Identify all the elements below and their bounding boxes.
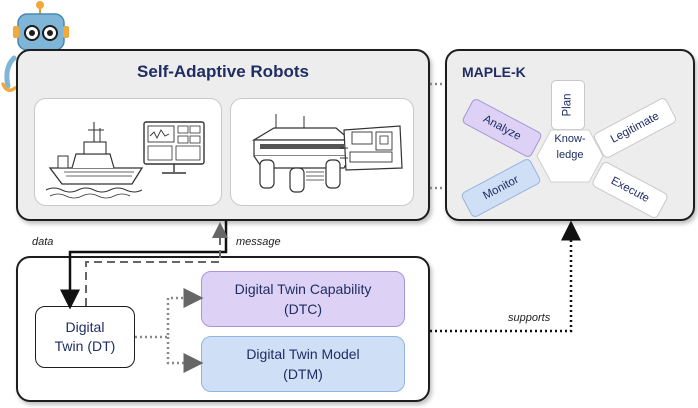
self-adaptive-robots-title: Self-Adaptive Robots — [137, 62, 309, 81]
dtm-line-2: (DTM) — [283, 366, 323, 382]
robot-mascot-icon — [1, 1, 69, 92]
dtc-line-2: (DTC) — [283, 301, 323, 317]
message-label: message — [236, 236, 281, 248]
knowledge-label: Know- ledge — [540, 131, 600, 181]
monitor-dashboard-icon — [143, 121, 205, 174]
message-arrow — [85, 222, 228, 306]
maple-k-title: MAPLE-K — [462, 64, 526, 80]
dt-line-2: Twin (DT) — [54, 338, 116, 354]
knowledge-line-1: Know- — [554, 133, 586, 145]
data-label: data — [32, 236, 54, 248]
maple-plan-step: Plan — [551, 80, 585, 130]
knowledge-hexagon — [536, 129, 604, 183]
dt-to-dtm-arrow — [166, 337, 204, 373]
supports-label: supports — [508, 312, 551, 324]
mobile-robot-icon — [251, 114, 352, 193]
boat-icon — [45, 122, 144, 199]
dt-to-dtc-arrow — [135, 288, 204, 339]
dt-line-1: Digital — [65, 319, 105, 335]
supports-arrow — [430, 220, 581, 333]
robot-arm-icon — [340, 125, 403, 171]
dtc-line-1: Digital Twin Capability — [234, 281, 372, 297]
knowledge-line-2: ledge — [556, 149, 584, 161]
dtm-box: Digital Twin Model (DTM) — [201, 336, 405, 392]
digital-twin-box: Digital Twin (DT) — [35, 306, 135, 368]
dtm-line-1: Digital Twin Model — [246, 346, 360, 362]
